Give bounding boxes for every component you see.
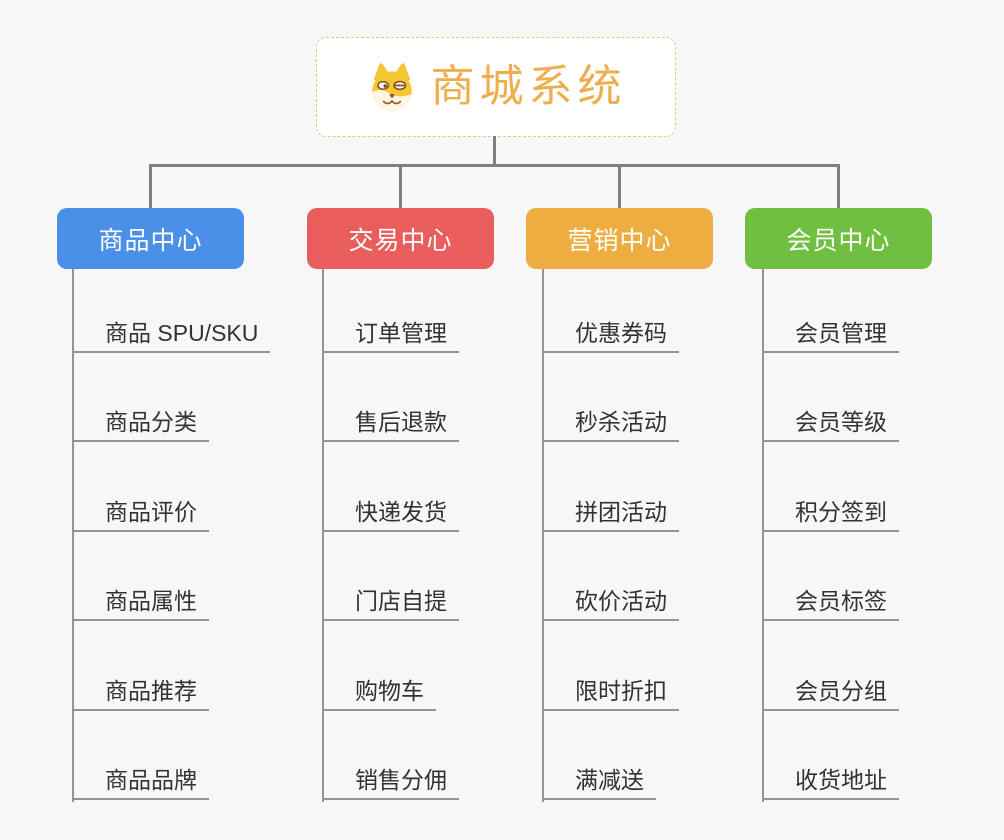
leaf-node[interactable]: 会员分组 bbox=[762, 667, 899, 711]
leaf-node[interactable]: 购物车 bbox=[322, 667, 436, 711]
doge-icon bbox=[371, 63, 412, 111]
connector-drop-member bbox=[837, 164, 840, 210]
leaf-node[interactable]: 收货地址 bbox=[762, 756, 899, 800]
connector-drop-trade bbox=[399, 164, 402, 210]
leaf-node[interactable]: 会员管理 bbox=[762, 309, 899, 353]
branch-node-trade-center[interactable]: 交易中心 bbox=[307, 208, 494, 269]
root-title: 商城系统 bbox=[430, 62, 627, 111]
leaf-node[interactable]: 商品评价 bbox=[72, 488, 209, 532]
leaf-node[interactable]: 商品分类 bbox=[72, 398, 209, 442]
rail-marketing-center bbox=[542, 269, 544, 802]
leaf-node[interactable]: 拼团活动 bbox=[542, 488, 679, 532]
connector-drop-product bbox=[149, 164, 152, 210]
leaf-node[interactable]: 会员标签 bbox=[762, 577, 899, 621]
branch-node-product-center[interactable]: 商品中心 bbox=[57, 208, 244, 269]
leaf-node[interactable]: 销售分佣 bbox=[322, 756, 459, 800]
leaf-node[interactable]: 门店自提 bbox=[322, 577, 459, 621]
branch-node-member-center[interactable]: 会员中心 bbox=[745, 208, 932, 269]
leaf-node[interactable]: 商品 SPU/SKU bbox=[72, 309, 271, 353]
leaf-node[interactable]: 满减送 bbox=[542, 756, 656, 800]
leaf-node[interactable]: 积分签到 bbox=[762, 488, 899, 532]
leaf-node[interactable]: 秒杀活动 bbox=[542, 398, 679, 442]
root-node[interactable]: 商城系统 bbox=[316, 37, 676, 137]
rail-trade-center bbox=[322, 269, 324, 802]
leaf-node[interactable]: 优惠券码 bbox=[542, 309, 679, 353]
leaf-node[interactable]: 会员等级 bbox=[762, 398, 899, 442]
connector-root-stem bbox=[493, 136, 496, 166]
connector-horizontal-bar bbox=[149, 164, 840, 167]
leaf-node[interactable]: 订单管理 bbox=[322, 309, 459, 353]
rail-member-center bbox=[762, 269, 764, 802]
leaf-node[interactable]: 限时折扣 bbox=[542, 667, 679, 711]
rail-product-center bbox=[72, 269, 74, 802]
leaf-node[interactable]: 售后退款 bbox=[322, 398, 459, 442]
leaf-node[interactable]: 商品推荐 bbox=[72, 667, 209, 711]
leaf-node[interactable]: 商品属性 bbox=[72, 577, 209, 621]
leaf-node[interactable]: 砍价活动 bbox=[542, 577, 679, 621]
connector-drop-marketing bbox=[618, 164, 621, 210]
branch-node-marketing-center[interactable]: 营销中心 bbox=[526, 208, 713, 269]
leaf-node[interactable]: 快递发货 bbox=[322, 488, 459, 532]
leaf-node[interactable]: 商品品牌 bbox=[72, 756, 209, 800]
